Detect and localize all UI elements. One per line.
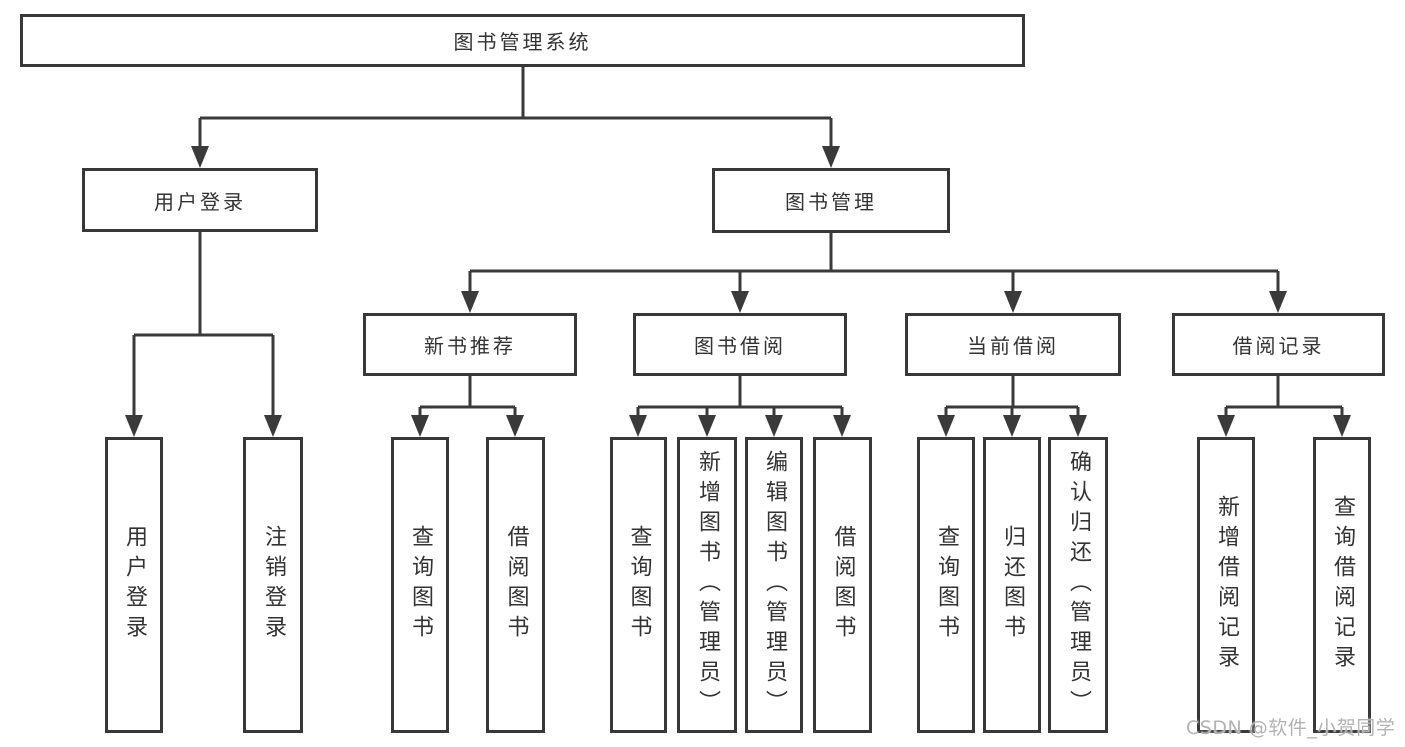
connector-root [198,67,833,148]
arrowhead [125,415,143,437]
arrowhead [822,146,840,168]
node-leaf-bb-edit: 编辑图书（管理员） [745,437,803,733]
arrowhead [461,291,479,313]
arrowhead [698,415,716,437]
leaf-label: 查询图书 [408,525,433,645]
leaf-label: 借阅图书 [503,525,529,645]
csdn-watermark: CSDN @软件_小贺同学 [1186,717,1396,739]
connector-user-login [132,232,275,417]
arrowhead [411,415,429,437]
node-user-login-group: 用户登录 [82,168,318,232]
node-leaf-br-query: 查询借阅记录 [1313,437,1371,733]
node-root: 图书管理系统 [20,14,1025,67]
arrowhead [1217,415,1235,437]
node-new-book-rec: 新书推荐 [363,313,577,376]
arrowhead [765,415,783,437]
arrowhead [1333,415,1351,437]
node-leaf-nb-borrow: 借阅图书 [486,437,545,733]
node-leaf-cb-query: 查询图书 [917,437,975,733]
connector-borrow-record [1224,376,1344,417]
node-current-borrow: 当前借阅 [905,313,1121,376]
arrowhead [1004,291,1022,313]
node-leaf-bb-add: 新增图书（管理员） [677,437,737,733]
arrowhead [1269,291,1287,313]
node-leaf-br-add: 新增借阅记录 [1197,437,1255,733]
node-borrow-record: 借阅记录 [1172,313,1385,376]
node-leaf-nb-query: 查询图书 [391,437,449,733]
node-leaf-user-login: 用户登录 [105,437,163,733]
leaf-label: 查询图书 [626,525,652,645]
leaf-label: 注销登录 [261,525,286,645]
node-book-mgmt-group: 图书管理 [712,168,950,233]
leaf-label: 编辑图书（管理员） [762,450,787,720]
node-leaf-bb-borrow: 借阅图书 [813,437,872,733]
arrowhead [629,415,647,437]
leaf-label: 确认归还（管理员） [1066,450,1091,720]
leaf-label: 用户登录 [122,525,147,645]
arrowhead [191,146,209,168]
node-leaf-cb-return: 归还图书 [983,437,1041,733]
arrowhead [1069,415,1087,437]
arrowhead [833,415,851,437]
node-book-borrow: 图书借阅 [633,313,847,376]
node-leaf-logout: 注销登录 [243,437,303,733]
node-leaf-bb-query: 查询图书 [610,437,667,733]
leaf-label: 归还图书 [1000,525,1025,645]
connector-new-book-rec [418,376,517,417]
connector-current-borrow [944,376,1080,417]
arrowhead [731,291,749,313]
arrowhead [264,415,282,437]
connector-book-mgmt [468,233,1280,293]
arrowhead [1003,415,1021,437]
arrowhead [506,415,524,437]
leaf-label: 借阅图书 [830,525,856,645]
connector-book-borrow [636,376,844,417]
leaf-label: 查询图书 [934,525,959,645]
arrowhead [937,415,955,437]
node-leaf-cb-confirm: 确认归还（管理员） [1048,437,1108,733]
leaf-label: 查询借阅记录 [1330,495,1355,675]
leaf-label: 新增借阅记录 [1214,495,1239,675]
leaf-label: 新增图书（管理员） [695,450,720,720]
